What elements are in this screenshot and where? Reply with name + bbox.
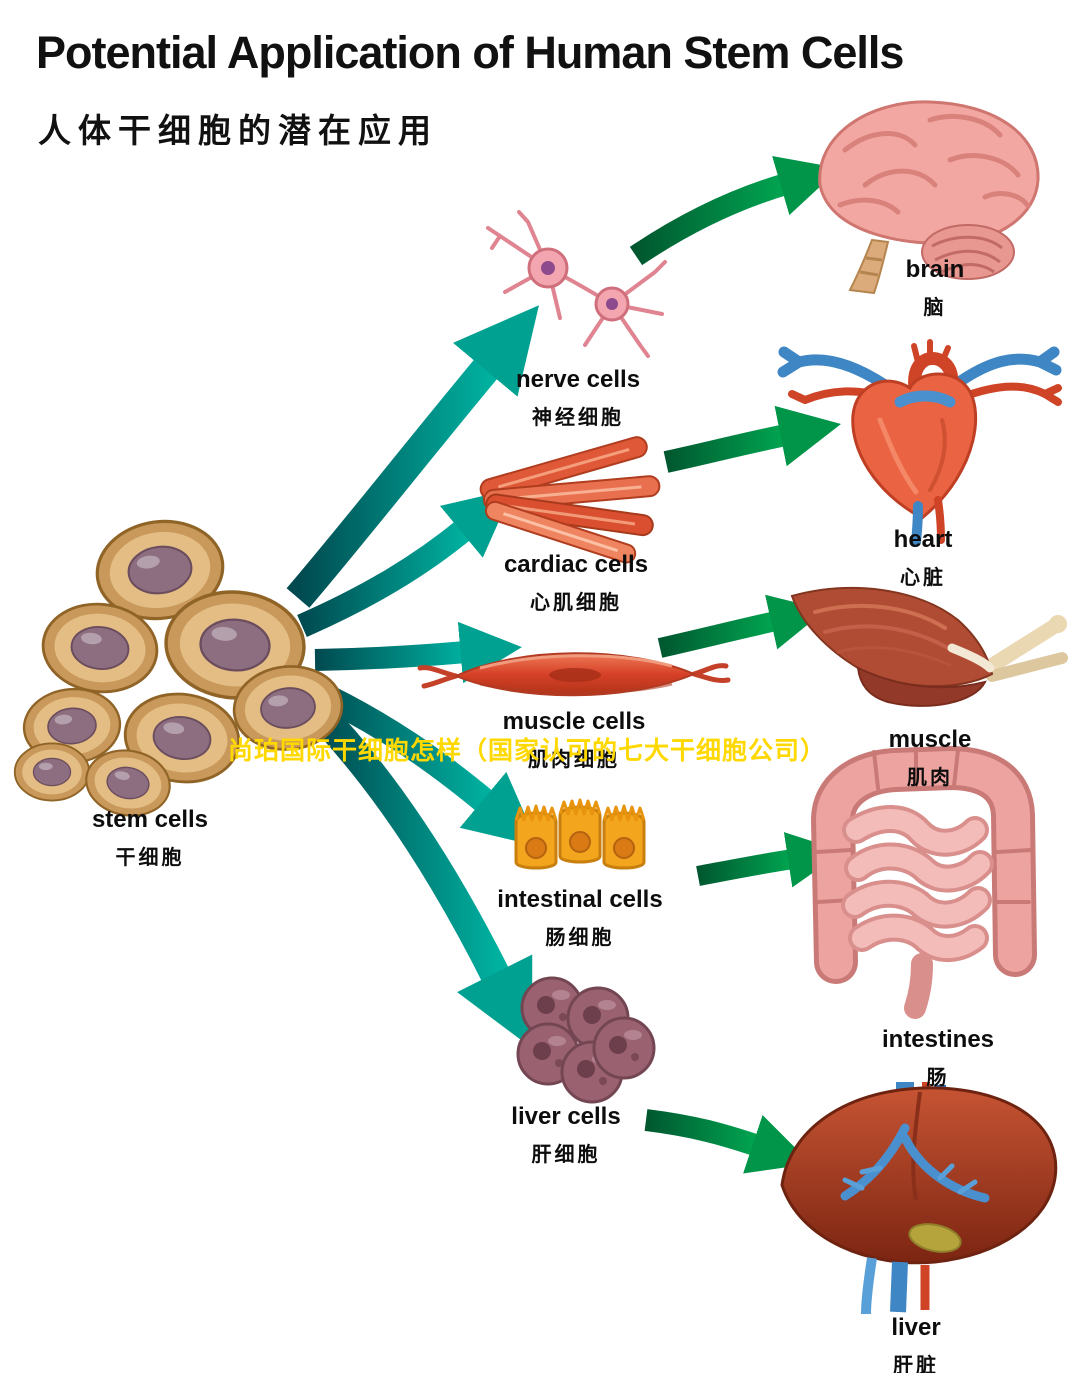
label-stem-cells: stem cells 干细胞 xyxy=(50,808,250,870)
heart-body xyxy=(851,372,978,520)
heart-illustration xyxy=(777,339,1062,547)
intestinal-cells-label-zh: 肠细胞 xyxy=(545,927,615,949)
arrow-musclecells-to-muscle xyxy=(657,594,826,658)
label-brain: brain 脑 xyxy=(835,258,1035,320)
arrow-cardiac-to-heart xyxy=(663,405,842,473)
muscle-organ-label-en: muscle xyxy=(888,726,972,753)
liver-illustration xyxy=(780,1082,1058,1315)
page-title: Potential Application of Human Stem Cell… xyxy=(36,27,904,78)
muscle-cells-label-en: muscle cells xyxy=(502,708,646,735)
label-intestinal-cells: intestinal cells 肠细胞 xyxy=(460,888,700,950)
heart-label-en: heart xyxy=(893,526,953,553)
arrows-cells-to-organs xyxy=(629,155,844,1174)
stem-cells-illustration xyxy=(13,511,348,824)
gallbladder xyxy=(908,1223,962,1253)
intestines-illustration xyxy=(810,745,1037,1019)
cardiac-cells-illustration xyxy=(479,436,661,564)
label-heart: heart 心脏 xyxy=(823,528,1023,590)
page-subtitle: 人体干细胞的潜在应用 xyxy=(38,112,438,149)
label-muscle-organ: muscle 肌肉 xyxy=(830,728,1030,790)
muscle-organ-label-zh: 肌肉 xyxy=(907,767,953,789)
muscle-organ-illustration xyxy=(790,587,1068,707)
label-intestines: intestines 肠 xyxy=(838,1028,1038,1090)
stem-cells-label-en: stem cells xyxy=(91,806,209,833)
muscle-cells-label-zh: 肌肉细胞 xyxy=(528,749,620,771)
arrow-stem-to-nerve-cells xyxy=(286,305,539,608)
label-liver-organ: liver 肝脏 xyxy=(816,1316,1016,1373)
nerve-cells-label-zh: 神经细胞 xyxy=(532,407,624,429)
nerve-cells-label-en: nerve cells xyxy=(515,366,641,393)
label-liver-cells: liver cells 肝细胞 xyxy=(466,1105,666,1167)
label-nerve-cells: nerve cells 神经细胞 xyxy=(478,368,678,430)
liver-cells-label-zh: 肝细胞 xyxy=(531,1144,601,1166)
liver-cells-label-en: liver cells xyxy=(511,1103,621,1130)
liver-body xyxy=(780,1086,1058,1265)
arrow-livercells-to-liver xyxy=(644,1109,812,1174)
heart-label-zh: 心脏 xyxy=(900,567,946,589)
intestinal-cells-label-en: intestinal cells xyxy=(497,886,663,913)
arrow-stem-to-liver-cells xyxy=(307,701,533,1049)
arrow-stem-to-muscle-cells xyxy=(314,621,522,684)
liver-organ-label-zh: 肝脏 xyxy=(893,1355,939,1373)
arrow-intestinal-to-intestines xyxy=(696,832,844,888)
cardiac-cells-label-en: cardiac cells xyxy=(503,551,649,578)
nerve-cells-illustration xyxy=(486,210,667,358)
brain-label-zh: 脑 xyxy=(923,297,947,319)
liver-organ-label-en: liver xyxy=(891,1314,941,1341)
watermark-text: 尚珀国际干细胞怎样（国家认可的七大干细胞公司） xyxy=(228,737,827,765)
stem-cells-label-zh: 干细胞 xyxy=(115,847,185,869)
label-muscle-cells: muscle cells 肌肉细胞 xyxy=(474,710,674,772)
cardiac-cells-label-zh: 心肌细胞 xyxy=(530,592,622,614)
arrow-stem-to-cardiac-cells xyxy=(297,489,514,637)
intestinal-cells-illustration xyxy=(514,798,646,870)
muscle-cells-illustration xyxy=(417,652,731,697)
brain-label-en: brain xyxy=(905,256,965,283)
arrow-nerve-to-brain xyxy=(629,155,840,266)
liver-cells-illustration xyxy=(516,976,656,1104)
brain-illustration xyxy=(818,100,1040,295)
intestines-label-zh: 肠 xyxy=(926,1067,950,1089)
brainstem xyxy=(848,238,890,295)
label-cardiac-cells: cardiac cells 心肌细胞 xyxy=(476,553,676,615)
intestines-label-en: intestines xyxy=(881,1026,995,1053)
